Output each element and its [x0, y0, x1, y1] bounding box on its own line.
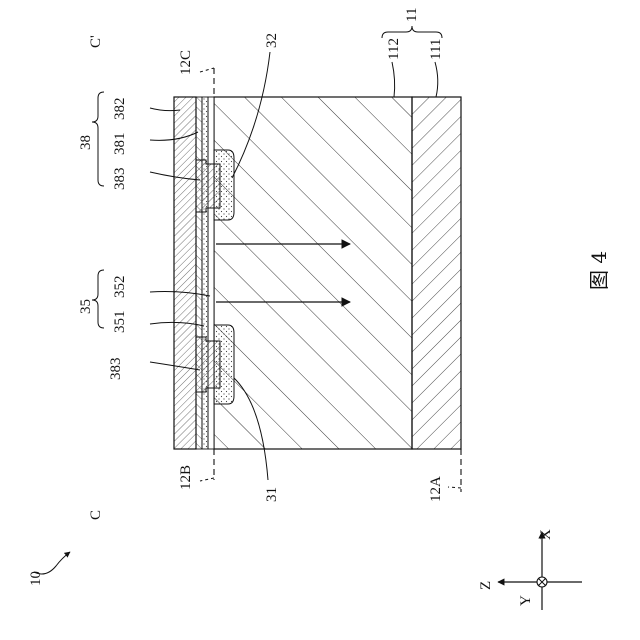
label-substrate-112: 112 — [386, 38, 402, 60]
layer-383-lower — [196, 337, 220, 392]
layer-351 — [202, 97, 208, 449]
label-section-end: C' — [88, 35, 104, 48]
leader-112 — [392, 62, 395, 97]
label-region-32: 32 — [264, 33, 280, 48]
label-substrate-111: 111 — [428, 39, 444, 60]
layer-352 — [208, 97, 214, 449]
brace-35 — [92, 270, 104, 328]
substrate-layer-111 — [412, 97, 461, 449]
label-layer-351: 351 — [112, 311, 128, 334]
label-line-12B: 12B — [178, 465, 194, 490]
label-region-31: 31 — [264, 487, 280, 502]
layer-383-upper — [196, 160, 220, 212]
section-line-12C-tail — [200, 68, 214, 72]
label-layer-382: 382 — [112, 98, 128, 121]
layer-381 — [196, 97, 202, 449]
label-device: 10 — [28, 571, 44, 586]
label-section-start: C — [88, 510, 104, 520]
label-axis-x: X — [538, 529, 554, 540]
substrate-layer-112 — [214, 97, 412, 449]
section-line-12A-tail — [448, 487, 461, 488]
label-line-12A: 12A — [428, 476, 444, 502]
label-layer-35: 35 — [78, 299, 94, 314]
leader-111 — [435, 62, 438, 97]
label-axis-y: Y — [518, 595, 534, 606]
label-layer-38: 38 — [78, 135, 94, 150]
label-layer-381: 381 — [112, 133, 128, 156]
coordinate-axes — [498, 532, 582, 610]
label-line-12C: 12C — [178, 50, 194, 75]
brace-11 — [382, 26, 442, 38]
label-layer-352: 352 — [112, 276, 128, 299]
leader-10 — [34, 552, 70, 574]
section-line-12B-tail — [200, 478, 214, 481]
label-axis-z: Z — [478, 581, 494, 590]
label-layer-383-upper: 383 — [112, 168, 128, 191]
label-layer-383-lower: 383 — [108, 358, 124, 381]
label-substrate: 11 — [404, 8, 420, 22]
layer-382 — [174, 97, 196, 449]
figure-caption: 图 4 — [587, 251, 611, 290]
